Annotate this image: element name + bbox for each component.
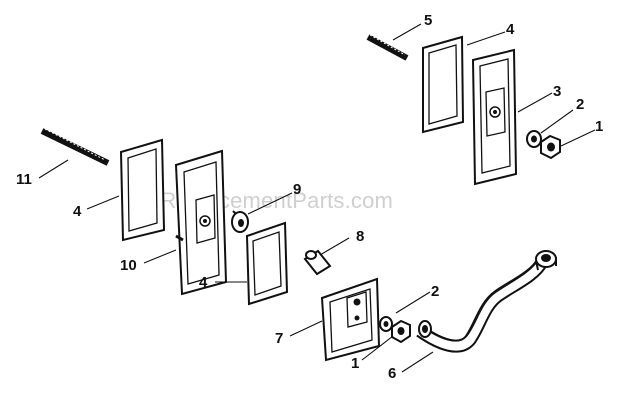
cover-plate-3 [471, 48, 518, 186]
callout-1-top: 1 [595, 118, 604, 135]
callout-9: 9 [293, 181, 302, 198]
plate-7 [320, 277, 381, 362]
callout-1-bottom: 1 [351, 355, 360, 372]
nut-1-bottom [391, 319, 411, 344]
callout-5: 5 [424, 12, 433, 29]
nut-1-top [540, 134, 561, 160]
callout-2-bottom: 2 [431, 283, 440, 300]
leader-lines [38, 23, 596, 373]
gasket-4-top [422, 35, 465, 134]
callout-3: 3 [553, 83, 562, 100]
callout-2-top: 2 [576, 96, 585, 113]
callout-4-mid: 4 [199, 274, 208, 291]
callout-6: 6 [388, 365, 397, 382]
gasket-4-left [119, 138, 166, 242]
plate-10 [174, 149, 228, 296]
callout-11: 11 [16, 171, 32, 188]
stud-5-top [366, 34, 409, 61]
washer-2-bottom [379, 316, 393, 332]
breather-9 [231, 210, 249, 233]
washer-2-top [526, 130, 542, 148]
gasket-4-mid [245, 221, 289, 306]
callout-4-left: 4 [73, 203, 82, 220]
stud-11 [40, 128, 110, 166]
callout-10: 10 [120, 257, 137, 274]
breather-tube-6 [416, 250, 557, 353]
callout-8: 8 [356, 228, 365, 245]
callout-7: 7 [275, 330, 284, 347]
callout-4-top: 4 [506, 21, 515, 38]
sleeve-8 [303, 249, 332, 276]
